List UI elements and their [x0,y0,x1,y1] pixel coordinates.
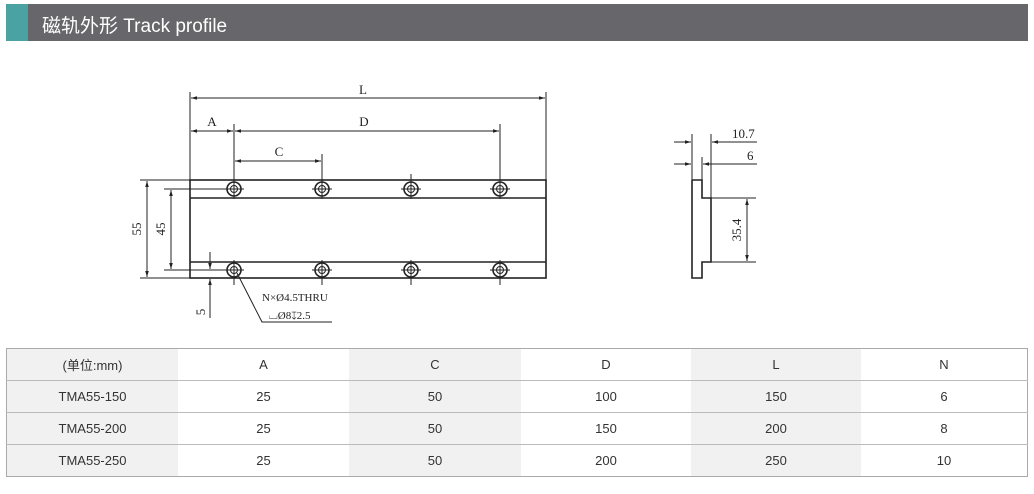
side-view [674,134,757,279]
dim-L: L [359,82,367,97]
section-title: 磁轨外形 Track profile [42,16,228,37]
mounting-holes [224,174,510,285]
cell-N: 8 [861,412,1028,445]
dim-45: 45 [153,223,168,236]
cell-L: 250 [691,444,861,477]
mounting-hole [490,260,510,285]
header-A: A [178,348,349,381]
mounting-hole [312,179,332,199]
header-N: N [861,348,1028,381]
cell-A: 25 [178,412,349,445]
table-row: TMA55-150 25 50 100 150 6 [6,380,1028,413]
mounting-hole [312,260,332,285]
header-C: C [349,348,521,381]
cell-L: 150 [691,380,861,413]
track-profile-drawing: L A D C 55 45 5 N×Ø4.5THRU ⌴Ø8↧2.5 10.7 … [129,82,757,323]
dim-A: A [207,114,217,129]
cell-L: 200 [691,412,861,445]
cell-D: 150 [521,412,691,445]
dim-10-7: 10.7 [732,126,755,141]
table-row: TMA55-200 25 50 150 200 8 [6,412,1028,445]
mounting-hole [401,260,421,285]
header-L: L [691,348,861,381]
cell-model: TMA55-150 [6,380,178,413]
table-header-row: (单位:mm) A C D L N [6,348,1028,381]
cell-D: 100 [521,380,691,413]
front-view [140,92,547,323]
dim-C: C [275,144,284,159]
cell-model: TMA55-250 [6,444,178,477]
mounting-hole [401,174,421,199]
section-header: 磁轨外形 Track profile [6,4,1028,41]
hole-note: N×Ø4.5THRU [262,292,328,304]
table-row: TMA55-250 25 50 200 250 10 [6,444,1028,477]
cell-C: 50 [349,412,521,445]
cell-N: 6 [861,380,1028,413]
header-D: D [521,348,691,381]
cell-A: 25 [178,380,349,413]
mounting-hole [490,179,510,199]
mounting-hole [224,260,244,285]
cell-A: 25 [178,444,349,477]
header-unit: (单位:mm) [6,348,178,381]
spec-table: (单位:mm) A C D L N TMA55-150 25 50 100 15… [6,348,1028,477]
cell-C: 50 [349,380,521,413]
mounting-hole [224,179,244,199]
cell-N: 10 [861,444,1028,477]
cell-model: TMA55-200 [6,412,178,445]
header-accent [6,4,28,41]
dim-5: 5 [193,309,208,316]
cell-C: 50 [349,444,521,477]
counterbore-note: ⌴Ø8↧2.5 [269,310,311,322]
dim-6: 6 [747,148,754,163]
dim-D: D [359,114,368,129]
cell-D: 200 [521,444,691,477]
dim-55: 55 [129,223,144,236]
dim-35-4: 35.4 [729,218,744,241]
